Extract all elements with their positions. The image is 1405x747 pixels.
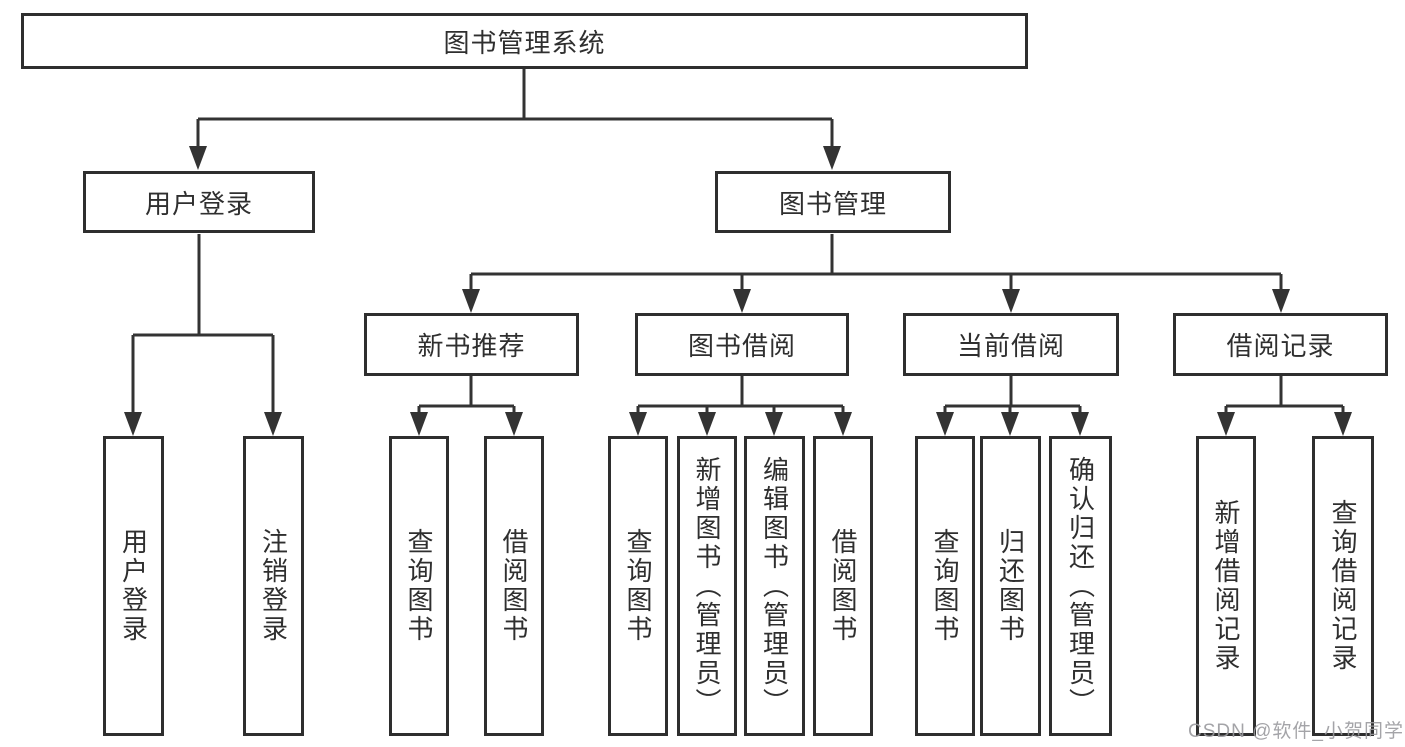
node-user-login: 用户登录: [83, 171, 315, 233]
node-current-borrowing: 当前借阅: [903, 313, 1119, 376]
leaf-query-books-borrowing: 查询图书: [608, 436, 668, 736]
leaf-add-borrow-record: 新增借阅记录: [1196, 436, 1256, 736]
leaf-add-books-admin: 新增图书（管理员）: [677, 436, 737, 736]
leaf-query-books-recommend: 查询图书: [389, 436, 449, 736]
leaf-borrow-books-recommend: 借阅图书: [484, 436, 544, 736]
csdn-watermark: CSDN @软件_小贺同学: [1188, 721, 1404, 742]
node-borrowing-records: 借阅记录: [1173, 313, 1388, 376]
node-label: 图书管理系统: [443, 27, 606, 58]
node-library-management-system: 图书管理系统: [21, 13, 1028, 69]
leaf-query-borrow-record: 查询借阅记录: [1312, 436, 1374, 736]
node-label: 图书管理: [778, 188, 887, 219]
leaf-edit-books-admin: 编辑图书（管理员）: [744, 436, 805, 736]
leaf-confirm-return-admin: 确认归还（管理员）: [1049, 436, 1112, 736]
node-label: 图书借阅: [687, 331, 796, 361]
node-new-book-recommend: 新书推荐: [364, 313, 579, 376]
leaf-return-books: 归还图书: [980, 436, 1041, 736]
node-book-borrowing: 图书借阅: [635, 313, 849, 376]
node-label: 新书推荐: [417, 331, 526, 361]
node-label: 用户登录: [144, 188, 253, 219]
leaf-user-login: 用户登录: [103, 436, 164, 736]
node-book-management: 图书管理: [715, 171, 951, 233]
leaf-borrow-books: 借阅图书: [813, 436, 873, 736]
node-label: 当前借阅: [956, 331, 1065, 361]
leaf-query-books-current: 查询图书: [915, 436, 975, 736]
node-label: 借阅记录: [1226, 331, 1335, 361]
leaf-logout: 注销登录: [243, 436, 304, 736]
